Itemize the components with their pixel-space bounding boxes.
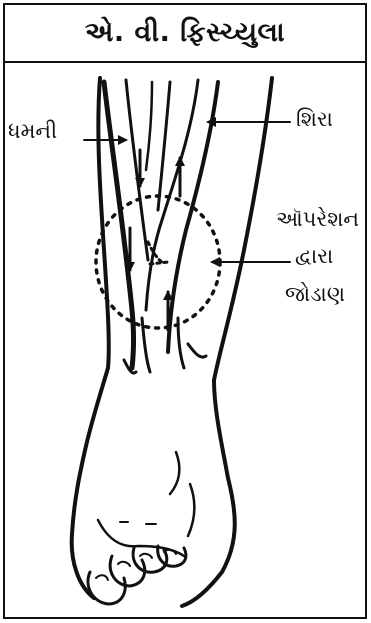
operation-label-line1: ઑપરેશન <box>276 209 359 230</box>
finger-2 <box>110 556 144 586</box>
vein-vessel-inner <box>146 80 198 310</box>
arm-outline-right <box>182 78 272 606</box>
operation-label-line2: દ્વારા <box>295 246 333 267</box>
operation-label-line3: જોડાણ <box>285 284 345 305</box>
vein-label: શિરા <box>296 109 333 130</box>
artery-label: ધમની <box>8 121 57 142</box>
arm-outline-left <box>72 78 109 598</box>
